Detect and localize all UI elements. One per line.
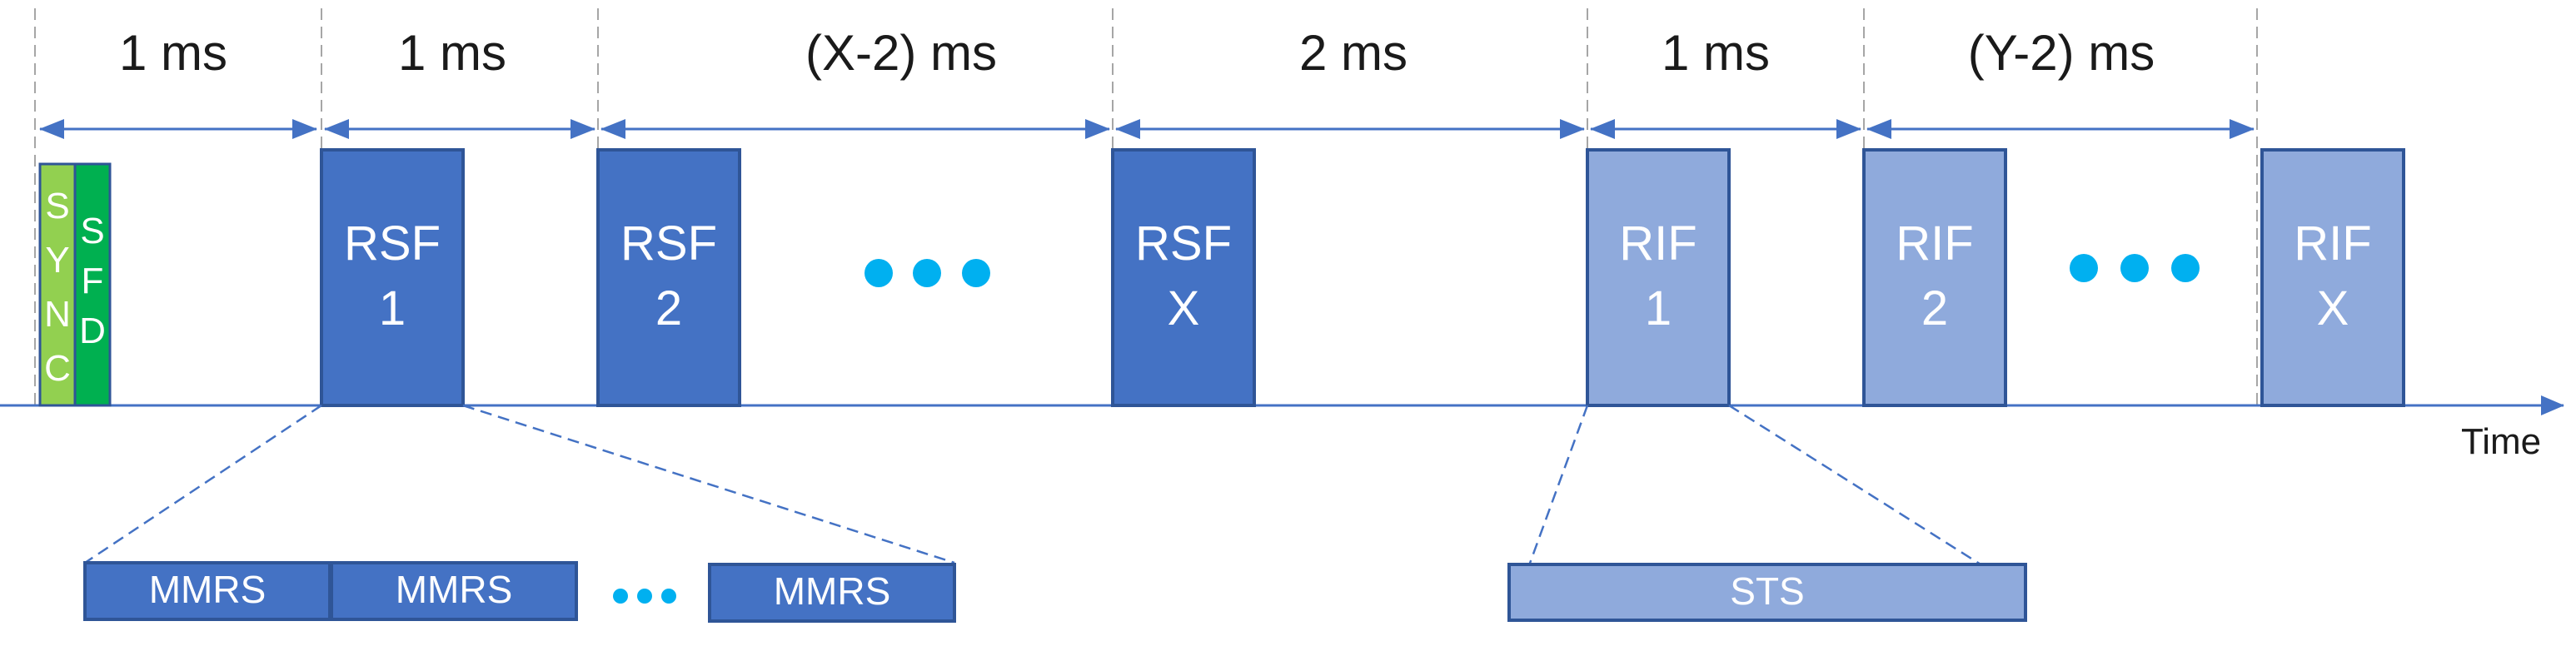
sync-letter: S <box>45 186 69 226</box>
rif-block-index: X <box>2317 281 2349 335</box>
sfd-letter: F <box>82 261 104 301</box>
rsf-block-index: 2 <box>655 281 682 335</box>
sfd-letter: S <box>80 211 104 251</box>
mmrs-label: MMRS <box>149 568 267 611</box>
rsf-block-x: RSF X <box>1111 148 1256 407</box>
duration-label: 1 ms <box>119 25 227 81</box>
mmrs-box: MMRS <box>83 561 331 621</box>
mmrs-label: MMRS <box>774 569 891 613</box>
duration-label: 1 ms <box>398 25 506 81</box>
rif-block-index: 2 <box>1921 281 1948 335</box>
rif-ellipsis <box>2070 254 2200 282</box>
rsf-block-index: X <box>1168 281 1200 335</box>
sync-field: S Y N C <box>38 162 77 407</box>
rsf-ellipsis <box>864 259 990 287</box>
duration-label: (X-2) ms <box>805 25 997 81</box>
sts-label: STS <box>1730 569 1804 613</box>
rsf-zoom-lines <box>84 404 955 564</box>
rsf-block-label: RSF <box>1135 216 1232 271</box>
mmrs-label: MMRS <box>396 568 513 611</box>
mmrs-ellipsis <box>613 589 676 604</box>
mmrs-box: MMRS <box>708 563 956 623</box>
sync-letter: C <box>44 348 71 389</box>
rif-block-label: RIF <box>2294 216 2371 271</box>
rif-block-x: RIF X <box>2260 148 2405 407</box>
rif-block-index: 1 <box>1645 281 1672 335</box>
rif-block-label: RIF <box>1619 216 1697 271</box>
rif-block-1: RIF 1 <box>1586 148 1731 407</box>
rif-block-2: RIF 2 <box>1862 148 2007 407</box>
rsf-block-label: RSF <box>344 216 441 271</box>
sfd-letter: D <box>79 311 106 351</box>
duration-label: (Y-2) ms <box>1968 25 2155 81</box>
rsf-block-1: RSF 1 <box>320 148 465 407</box>
rsf-block-index: 1 <box>379 281 406 335</box>
time-axis-label: Time <box>2461 421 2541 462</box>
duration-label: 1 ms <box>1662 25 1770 81</box>
sync-letter: Y <box>45 240 69 281</box>
mmrs-box: MMRS <box>330 561 578 621</box>
rsf-block-label: RSF <box>620 216 717 271</box>
duration-label: 2 ms <box>1299 25 1408 81</box>
sfd-field: S F D <box>73 162 112 407</box>
duration-labels: 1 ms 1 ms (X-2) ms 2 ms 1 ms (Y-2) ms <box>119 25 2155 81</box>
rif-block-label: RIF <box>1896 216 1973 271</box>
sts-box: STS <box>1507 563 2027 622</box>
rsf-block-2: RSF 2 <box>596 148 741 407</box>
sync-letter: N <box>44 294 71 335</box>
